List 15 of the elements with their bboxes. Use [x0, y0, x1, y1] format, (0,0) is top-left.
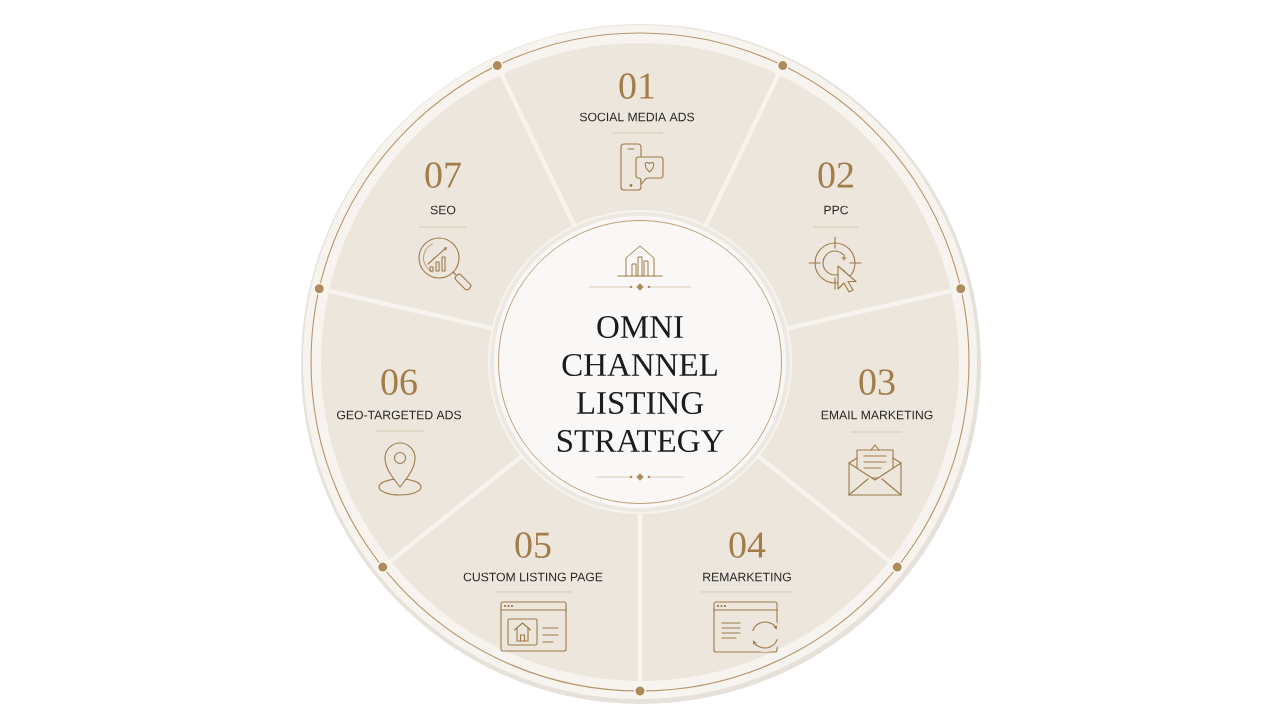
segment: 04 REMARKETING: [642, 458, 888, 681]
segment: 02 PPC: [707, 75, 951, 326]
node-label: SEO: [430, 205, 456, 215]
node-label: SOCIAL MEDIA ADS: [579, 112, 695, 122]
segment: 05 CUSTOM LISTING PAGE: [392, 458, 638, 681]
node-label: GEO-TARGETED ADS: [337, 410, 462, 420]
node-label: 03: [859, 369, 895, 395]
node-label: 07: [425, 162, 461, 188]
segment: 01 SOCIAL MEDIA ADS: [503, 43, 777, 225]
node-label: PPC: [824, 205, 849, 215]
node-label: 01: [619, 73, 654, 99]
node-label: 06: [381, 369, 417, 395]
segment: 07 SEO: [329, 75, 573, 327]
node-label: 02: [818, 162, 853, 188]
node-label: EMAIL MARKETING: [821, 410, 933, 420]
